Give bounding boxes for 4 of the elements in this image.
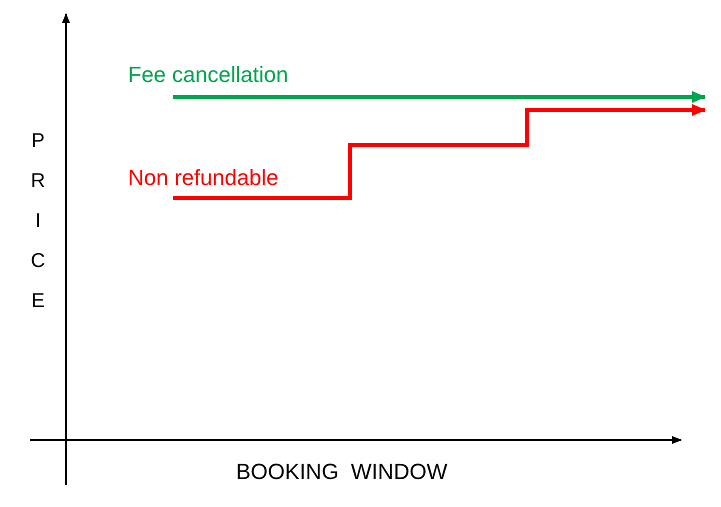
series-label: Fee cancellation (128, 64, 288, 86)
axis-title: PRICE (28, 130, 48, 330)
axis-title: BOOKING WINDOW (236, 461, 448, 483)
series-label: Non refundable (128, 167, 278, 189)
